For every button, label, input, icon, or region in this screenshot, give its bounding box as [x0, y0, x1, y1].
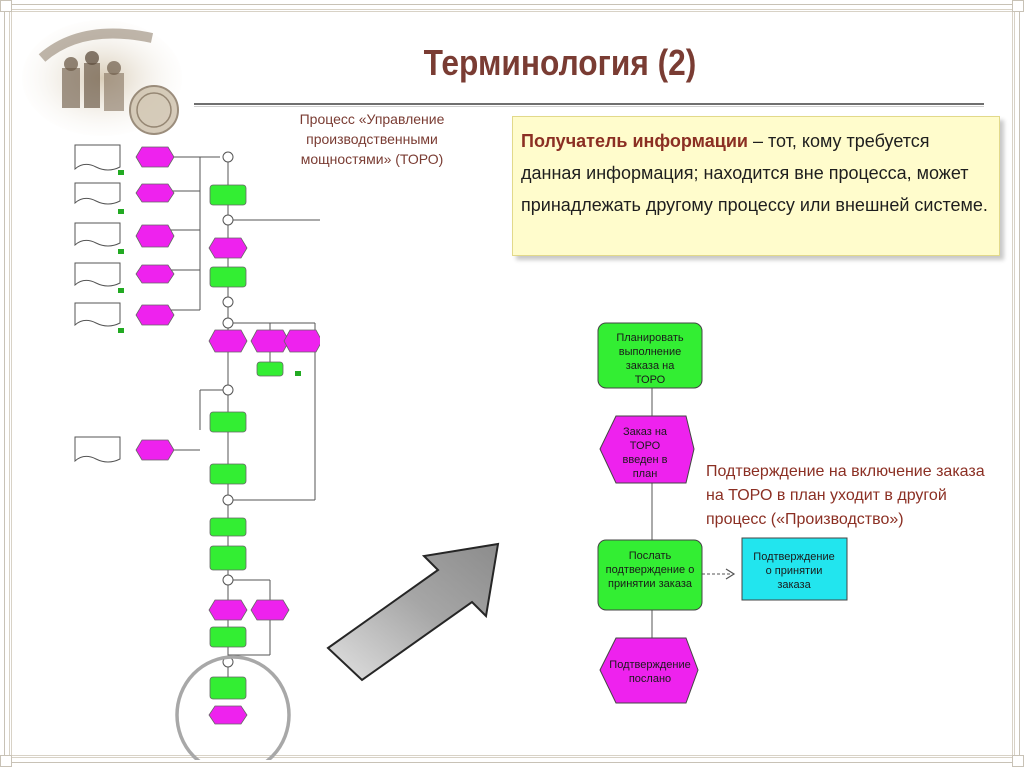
receiver-line: о принятии	[766, 565, 823, 577]
corner-ornament	[0, 0, 12, 12]
receiver-line: Подтверждение	[753, 551, 834, 563]
confirmation-note: Подтверждение на включение заказа на ТОР…	[706, 463, 985, 528]
direction-arrow	[326, 542, 500, 682]
event-order-line: Заказ на	[623, 426, 668, 438]
function-plan-order-line: Планировать	[616, 332, 684, 344]
definition-text: – тот, кому требуется данная информация;…	[521, 131, 988, 215]
function-send-line: Послать	[629, 550, 672, 562]
event-order-line: план	[633, 468, 658, 480]
process-label-line: Процесс «Управление	[299, 111, 445, 127]
function-plan-order-line: ТОРО	[635, 374, 666, 386]
function-plan-order-line: заказа на	[626, 360, 676, 372]
vintage-logo-illustration	[22, 20, 182, 136]
definition-term: Получатель информации	[521, 131, 748, 151]
definition-box: Получатель информации – тот, кому требуе…	[512, 116, 1000, 256]
function-send-line: подтверждение о	[606, 564, 695, 576]
function-plan-order: Планировать выполнение заказа на ТОРО	[597, 322, 703, 389]
receiver-line: заказа	[777, 579, 811, 591]
slide-border-outer	[4, 4, 1020, 763]
event-confirmation-sent: Подтверждение послано	[599, 637, 699, 704]
event-order-line: введен в	[623, 454, 668, 466]
process-label: Процесс «Управление производственными мо…	[262, 109, 482, 169]
event-order-in-plan: Заказ на ТОРО введен в план	[599, 415, 695, 484]
process-label-line: мощностями» (ТОРО)	[300, 151, 444, 167]
corner-ornament	[1012, 755, 1024, 767]
slide-title: Терминология (2)	[423, 42, 697, 83]
information-receiver: Подтверждение о принятии заказа	[741, 537, 848, 601]
slide-border-inner	[9, 9, 1015, 758]
process-label-line: производственными	[306, 131, 438, 147]
enlarged-flow: Планировать выполнение заказа на ТОРО За…	[597, 322, 848, 704]
function-send-line: принятии заказа	[608, 578, 693, 590]
epc-process-diagram	[74, 144, 320, 760]
event-sent-line: послано	[629, 673, 671, 685]
event-order-line: ТОРО	[630, 440, 661, 452]
function-send-confirmation: Послать подтверждение о принятии заказа	[597, 539, 703, 611]
function-plan-order-line: выполнение	[619, 346, 682, 358]
corner-ornament	[1012, 0, 1024, 12]
highlight-circle	[175, 655, 291, 760]
event-sent-line: Подтверждение	[609, 659, 690, 671]
corner-ornament	[0, 755, 12, 767]
title-divider-shadow	[194, 106, 984, 107]
title-divider	[194, 103, 984, 105]
